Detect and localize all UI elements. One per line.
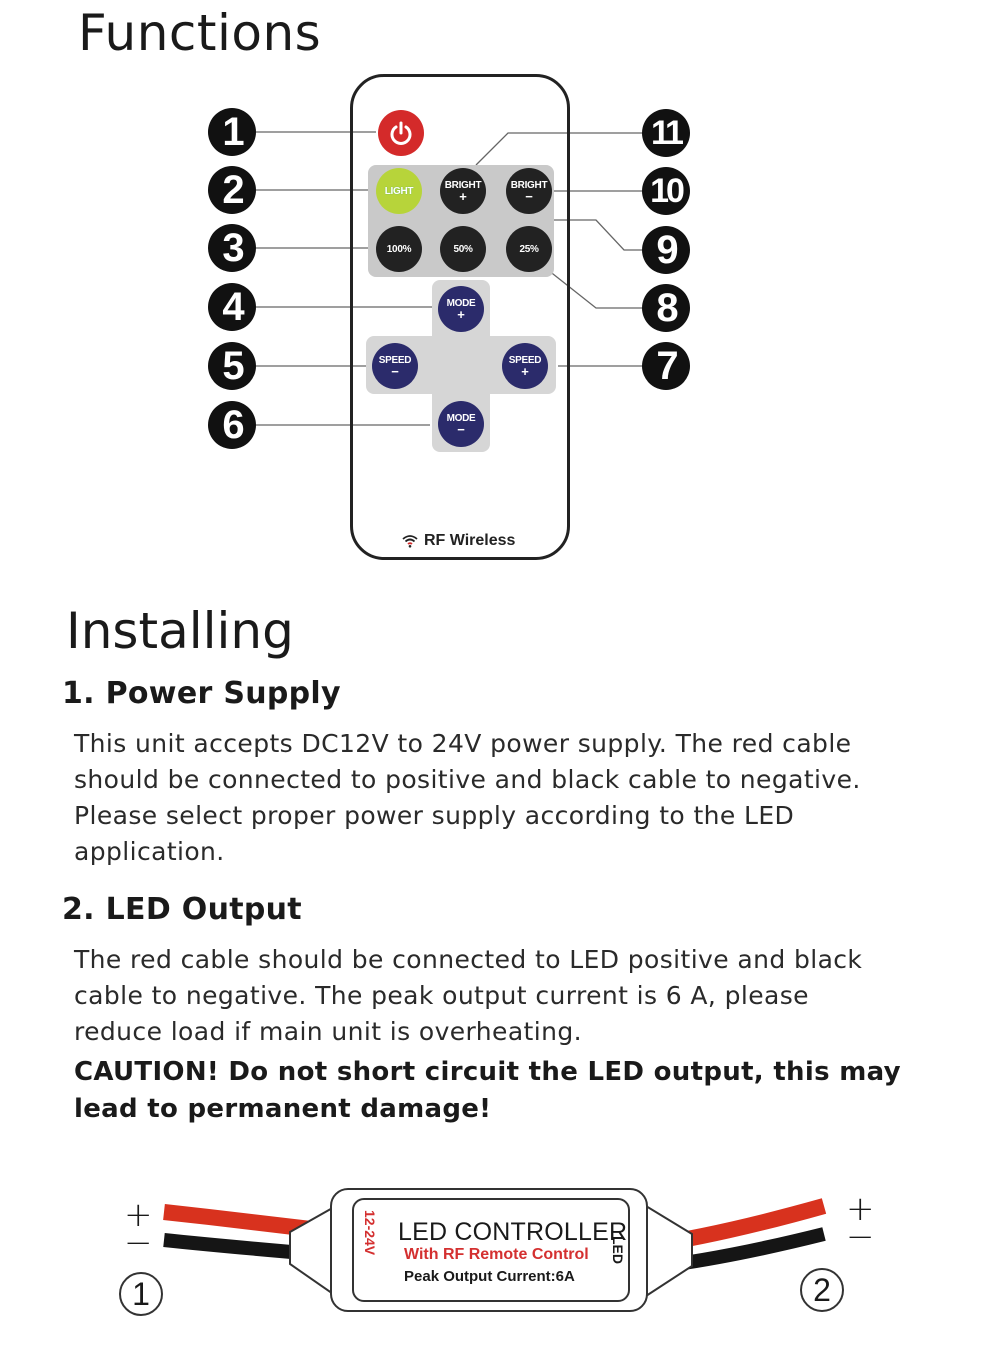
brightness-25-button[interactable]: 25% (506, 226, 552, 272)
bright-minus-sign: − (525, 189, 533, 204)
led-controller-label-frame (352, 1198, 630, 1302)
mode-minus-sign: − (457, 422, 465, 437)
power-supply-heading: 1. Power Supply (62, 676, 341, 711)
bright-plus-sign: + (459, 189, 467, 204)
caution-line: CAUTION! Do not short circuit the LED ou… (74, 1057, 901, 1087)
power-button[interactable] (378, 110, 424, 156)
bright-plus-button[interactable]: BRIGHT + (440, 168, 486, 214)
mode-plus-button[interactable]: MODE + (438, 286, 484, 332)
callout-9: 9 (642, 226, 690, 274)
caution-line: lead to permanent damage! (74, 1094, 492, 1124)
led-output-line: cable to negative. The peak output curre… (74, 981, 809, 1010)
callout-5: 5 (208, 342, 256, 390)
light-button[interactable]: LIGHT (376, 168, 422, 214)
power-icon (390, 121, 412, 145)
rf-wireless-text: RF Wireless (424, 532, 516, 549)
mode-minus-button[interactable]: MODE − (438, 401, 484, 447)
speed-plus-label: SPEED (508, 355, 542, 366)
brightness-25-label: 25% (519, 243, 539, 255)
brightness-100-button[interactable]: 100% (376, 226, 422, 272)
led-output-line: The red cable should be connected to LED… (74, 945, 863, 974)
input-voltage-label: 12-24V (356, 1210, 384, 1290)
controller-title: LED CONTROLLER (398, 1218, 628, 1246)
bright-minus-button[interactable]: BRIGHT − (506, 168, 552, 214)
installing-title: Installing (66, 602, 294, 660)
functions-title: Functions (78, 4, 322, 62)
power-supply-paragraph: This unit accepts DC12V to 24V power sup… (74, 726, 954, 870)
speed-minus-sign: − (391, 364, 399, 379)
power-supply-line: should be connected to positive and blac… (74, 765, 861, 794)
power-supply-line: application. (74, 837, 225, 866)
led-controller-body (330, 1188, 648, 1312)
led-output-text: LED (610, 1236, 626, 1264)
remote-control-outline (350, 74, 570, 560)
led-output-paragraph: The red cable should be connected to LED… (74, 942, 954, 1050)
callout-8: 8 (642, 284, 690, 332)
led-output-line: reduce load if main unit is overheating. (74, 1017, 582, 1046)
brightness-50-button[interactable]: 50% (440, 226, 486, 272)
bright-plus-label: BRIGHT (444, 180, 482, 191)
mode-plus-label: MODE (446, 298, 476, 309)
input-voltage-text: 12-24V (362, 1210, 378, 1256)
callout-3: 3 (208, 224, 256, 272)
input-minus-sign: − (124, 1223, 153, 1263)
wifi-icon (402, 535, 418, 548)
speed-minus-label: SPEED (378, 355, 412, 366)
controller-subtitle: With RF Remote Control (404, 1246, 589, 1263)
callout-7: 7 (642, 342, 690, 390)
led-output-label: LED (606, 1212, 630, 1288)
rf-wireless-label: RF Wireless (402, 532, 515, 550)
output-plus-sign: + (846, 1189, 875, 1229)
output-cable-number: 2 (800, 1268, 844, 1312)
mode-plus-sign: + (457, 307, 465, 322)
brightness-100-label: 100% (386, 243, 412, 255)
output-minus-sign: − (846, 1217, 875, 1257)
callout-4: 4 (208, 283, 256, 331)
speed-plus-button[interactable]: SPEED + (502, 343, 548, 389)
caution-notice: CAUTION! Do not short circuit the LED ou… (74, 1054, 954, 1128)
bright-minus-label: BRIGHT (510, 180, 548, 191)
input-cable-number: 1 (119, 1272, 163, 1316)
callout-11: 11 (642, 109, 690, 157)
led-output-heading: 2. LED Output (62, 892, 302, 927)
callout-1: 1 (208, 108, 256, 156)
callout-6: 6 (208, 401, 256, 449)
speed-minus-button[interactable]: SPEED − (372, 343, 418, 389)
power-supply-line: This unit accepts DC12V to 24V power sup… (74, 729, 852, 758)
input-plus-sign: + (124, 1195, 153, 1235)
controller-peak-current: Peak Output Current:6A (404, 1268, 575, 1285)
light-button-label: LIGHT (384, 185, 414, 197)
speed-plus-sign: + (521, 364, 529, 379)
callout-10: 10 (642, 167, 690, 215)
callout-2: 2 (208, 166, 256, 214)
power-supply-line: Please select proper power supply accord… (74, 801, 795, 830)
mode-minus-label: MODE (446, 413, 476, 424)
brightness-50-label: 50% (453, 243, 473, 255)
